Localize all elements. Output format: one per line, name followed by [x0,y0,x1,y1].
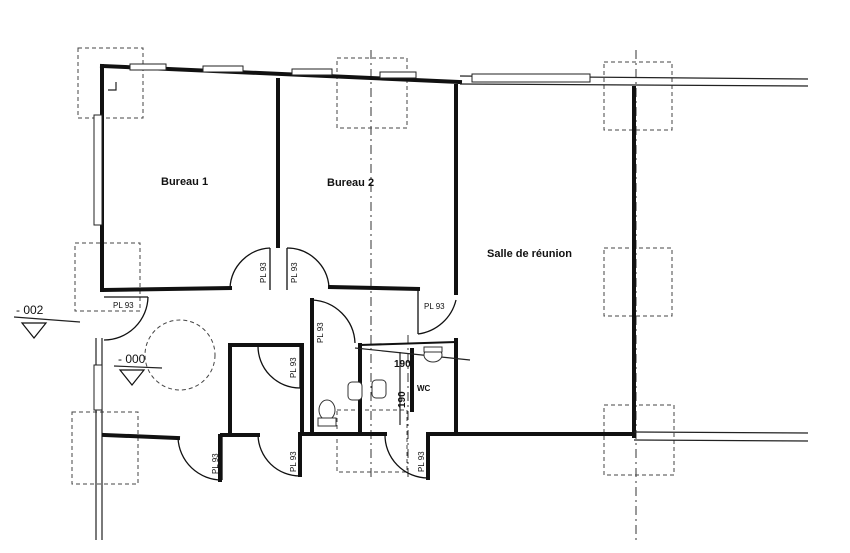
toilet-tank [317,417,337,427]
room-label-salle-reunion: Salle de réunion [487,248,572,260]
room-label-wc: WC [417,384,431,393]
door-swing [257,344,301,389]
toilet-tank [423,346,443,353]
south-wall-stub [101,432,181,441]
column-footprint [336,57,408,129]
door-label: PL 93 [290,262,299,283]
level-triangle-icon [20,322,48,339]
column-footprints [71,47,675,485]
column-footprint [74,242,141,312]
exterior-walls [93,63,809,540]
window [93,364,103,411]
dimension-label: 190 [394,359,411,370]
level-line [113,365,163,369]
washbasin-icon [371,379,387,399]
level-line [13,316,81,323]
sanitary-fixtures [317,346,443,427]
level-marker-upper: - 002 [13,303,81,339]
level-label: - 002 [16,303,44,317]
door-swing [229,247,271,289]
door-swing [286,247,330,288]
turning-circle [144,319,216,391]
door-swing [417,299,457,335]
north-facade-outline [459,83,809,87]
window [129,63,167,71]
level-marker-lower: - 000 [113,352,163,386]
wc-north-wall [359,341,457,346]
room-label-bureau-1: Bureau 1 [161,176,208,188]
room-label-bureau-2: Bureau 2 [327,177,374,189]
column-footprint [336,409,408,473]
toilet-icon [318,399,336,421]
door-label: PL 93 [211,453,220,474]
door-label: PL 93 [289,451,298,472]
column-footprint [603,247,673,317]
grid-axes [370,50,637,540]
south-facade-outline [633,431,809,434]
doors [103,247,457,481]
bureau-2-south-wall [327,284,421,292]
door-label: PL 93 [417,451,426,472]
door-label: PL 93 [113,301,134,310]
column-footprint [77,47,144,119]
door-label: PL 93 [289,357,298,378]
window [291,68,333,76]
wc-dimension-line [354,347,471,361]
bureau-1-south-wall [101,285,233,293]
window [93,114,103,226]
column-footprint [71,411,139,485]
south-facade-outline [633,439,809,442]
door-swing [384,433,429,479]
level-label: - 000 [118,352,146,366]
level-triangle-icon [118,369,146,386]
door-label: PL 93 [316,322,325,343]
window [471,73,591,83]
door-swing [103,296,149,341]
door-swing [257,434,301,477]
door-label: PL 93 [259,262,268,283]
dimension-label: 190 [397,391,408,408]
window [379,71,417,79]
window [202,65,244,73]
door-swing [311,299,356,344]
column-footprint [603,61,673,131]
washbasin-icon [347,381,363,401]
door-label: PL 93 [424,302,445,311]
corner-detail [108,82,117,91]
door-swing [177,437,223,481]
interior-walls [101,78,809,482]
